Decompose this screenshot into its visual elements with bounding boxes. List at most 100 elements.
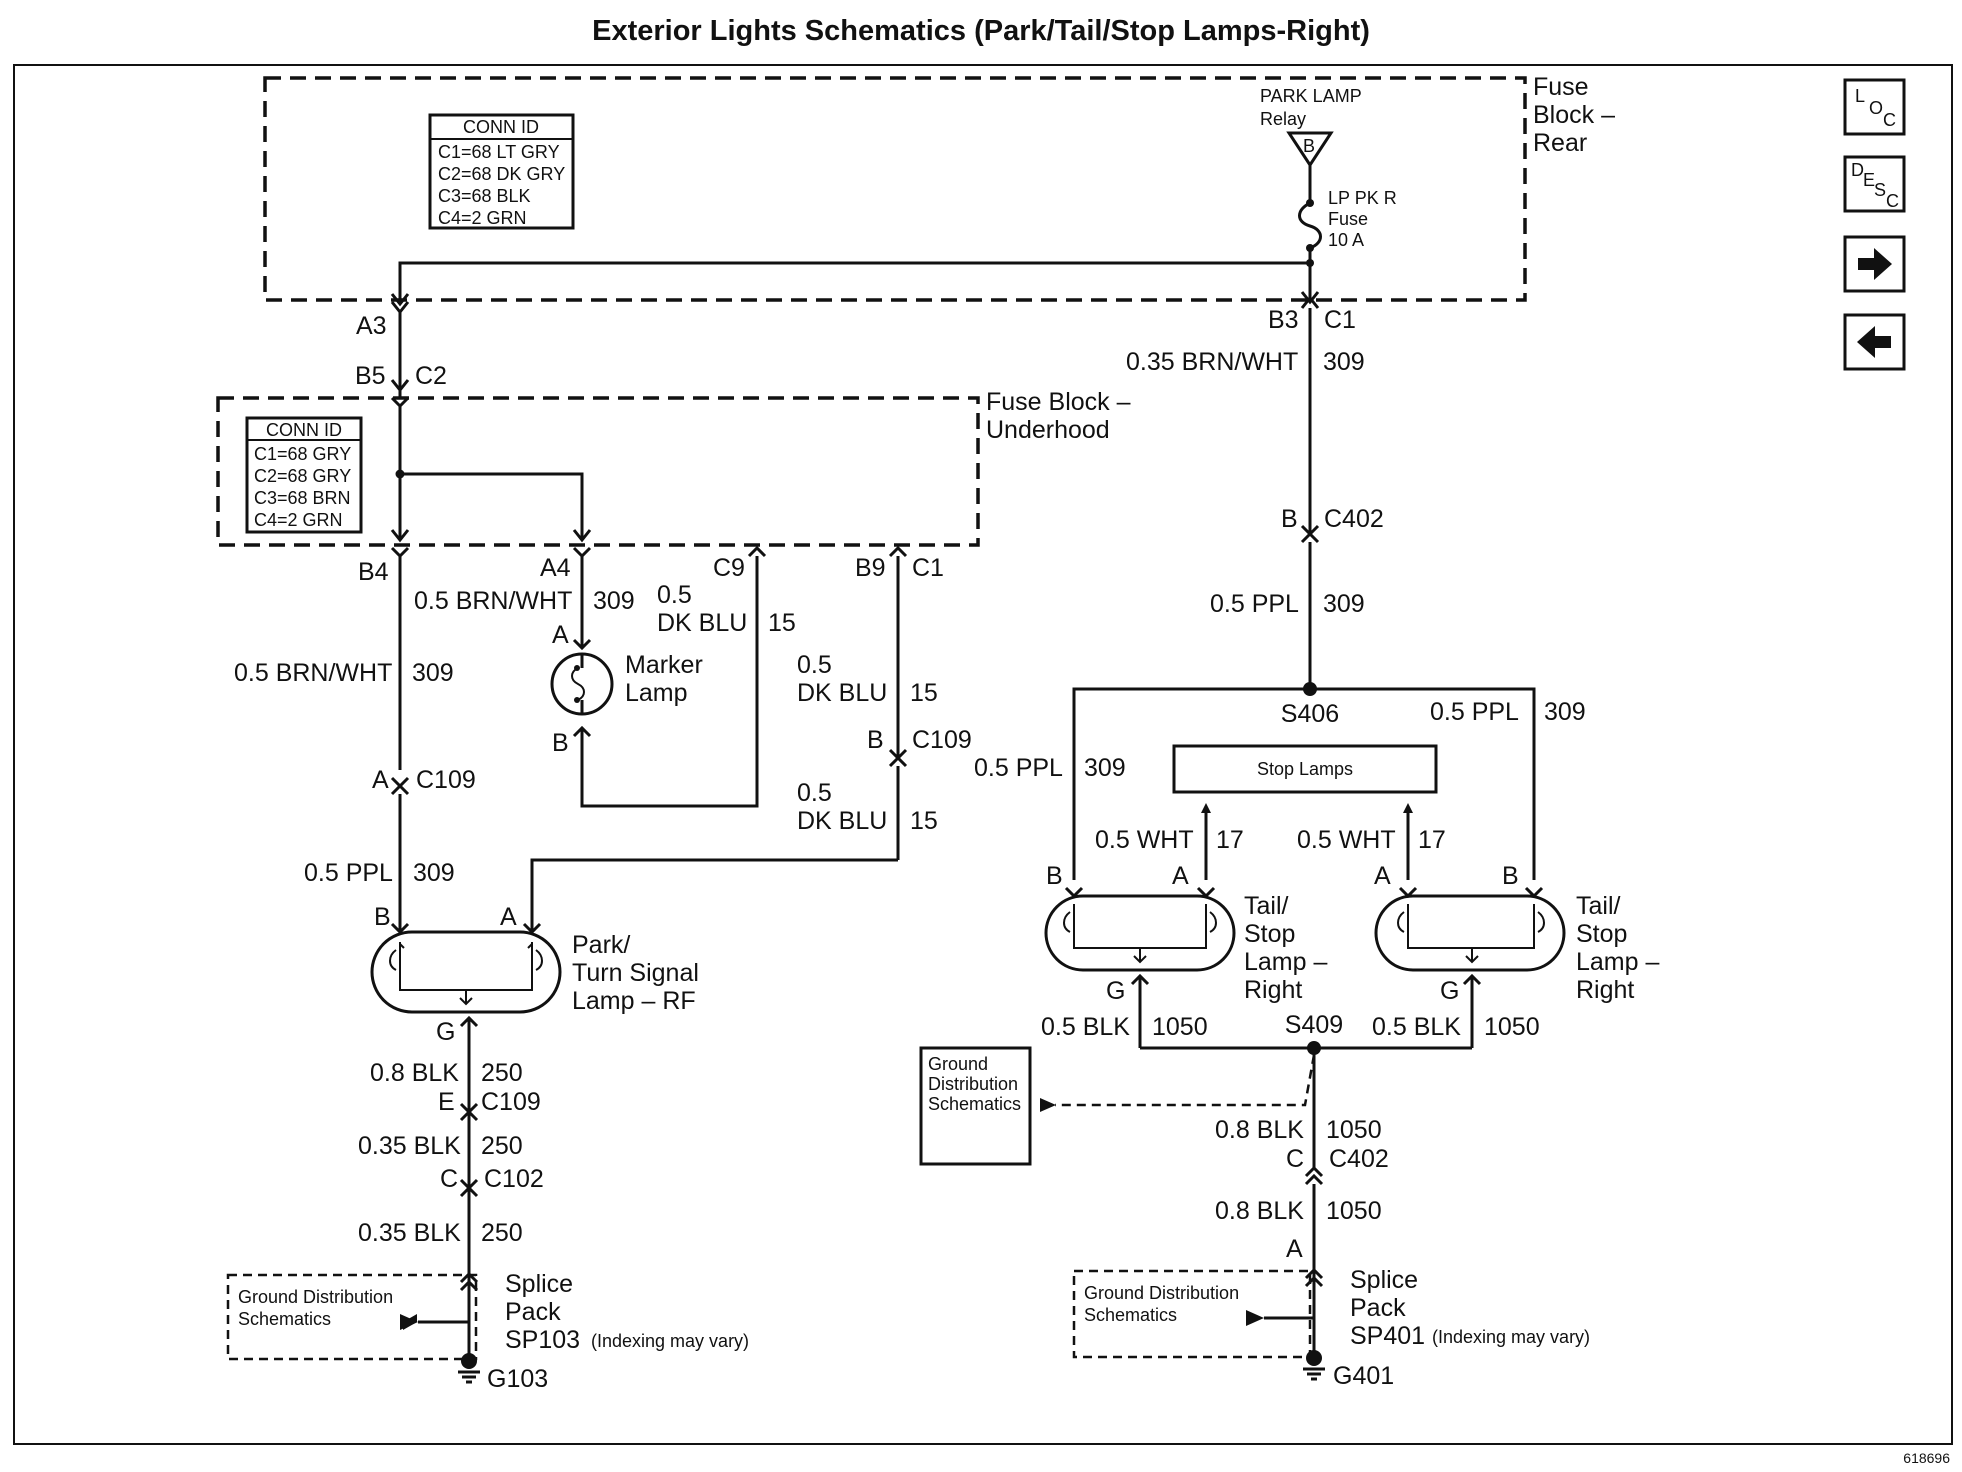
conn-c109-bottom: C109 [481, 1088, 541, 1116]
fuse-block-rear-label-3: Rear [1533, 129, 1587, 157]
svg-text:Fuse: Fuse [1328, 209, 1368, 229]
marker-pin-a: A [552, 621, 569, 649]
circuit-250-c: 250 [481, 1219, 523, 1247]
splice-pack-sp401-note: (Indexing may vary) [1432, 1327, 1590, 1347]
svg-text:L: L [1855, 86, 1865, 106]
lamp1-label-2: Stop [1244, 920, 1295, 948]
svg-text:B: B [1303, 136, 1315, 156]
ground-distribution-box-label-3[interactable]: Schematics [928, 1094, 1021, 1114]
ground-dist-sp103-label-2[interactable]: Schematics [238, 1309, 331, 1329]
circuit-15-low: 15 [910, 807, 938, 835]
page-title: Exterior Lights Schematics (Park/Tail/St… [592, 15, 1370, 47]
svg-text:C: C [1883, 110, 1896, 130]
splice-pack-sp401-label-3: SP401 [1350, 1322, 1425, 1350]
wire-blk-right: 0.5 BLK [1372, 1013, 1461, 1041]
lamp2-label-2: Stop [1576, 920, 1627, 948]
splice-pack-sp103-note: (Indexing may vary) [591, 1331, 749, 1351]
circuit-1050-right: 1050 [1484, 1013, 1540, 1041]
wire-brnwht-right: 0.35 BRN/WHT [1126, 348, 1298, 376]
splice-pack-sp401-label-2: Pack [1350, 1294, 1406, 1322]
wire-08blk-right-a: 0.8 BLK [1215, 1116, 1304, 1144]
pin-b-c109: B [867, 726, 884, 754]
wire-dkblu-low-05: 0.5 [797, 779, 832, 807]
ground-dist-sp401-label[interactable]: Ground Distribution [1084, 1283, 1239, 1303]
conn-id-table-rear: CONN ID C1=68 LT GRY C2=68 DK GRY C3=68 … [428, 113, 575, 230]
ground-distribution-box-label-2[interactable]: Distribution [928, 1074, 1018, 1094]
stop-lamps-box[interactable] [1172, 744, 1438, 794]
park-lamp-label-2: Turn Signal [572, 959, 699, 987]
circuit-1050-a: 1050 [1326, 1116, 1382, 1144]
svg-text:E: E [1863, 170, 1875, 190]
splice-pack-sp103-label: Splice [505, 1270, 573, 1298]
ground-distribution-box-label[interactable]: Ground [928, 1054, 988, 1074]
tail-stop-lamp-2 [1374, 894, 1566, 972]
svg-text:C3=68 BLK: C3=68 BLK [438, 186, 531, 206]
circuit-309-right-b: 309 [1323, 590, 1365, 618]
wire-dkblu-c9-05: 0.5 [657, 581, 692, 609]
svg-text:C: C [1886, 191, 1899, 211]
svg-text:O: O [1869, 98, 1883, 118]
figure-id: 618696 [1903, 1450, 1950, 1466]
splice-pack-sp103-label-3: SP103 [505, 1326, 580, 1354]
pin-a4: A4 [540, 554, 571, 582]
park-pin-b: B [374, 903, 391, 931]
wire-ppl-left: 0.5 PPL [304, 859, 393, 887]
pin-a-right: A [1286, 1235, 1303, 1263]
ground-dist-sp103-label[interactable]: Ground Distribution [238, 1287, 393, 1307]
lamp1-label-4: Right [1244, 976, 1302, 1004]
marker-label: Marker [625, 651, 703, 679]
svg-text:C4=2 GRN: C4=2 GRN [254, 510, 343, 530]
circuit-17-left: 17 [1216, 826, 1244, 854]
back-button[interactable] [1843, 313, 1906, 371]
pin-a-c109: A [372, 766, 389, 794]
svg-text:C1=68 LT GRY: C1=68 LT GRY [438, 142, 560, 162]
conn-c402-top: C402 [1324, 505, 1384, 533]
left-arrow-icon [1857, 326, 1891, 358]
wire-035blk-a: 0.35 BLK [358, 1132, 461, 1160]
ground-distribution-box[interactable] [919, 1046, 1032, 1166]
wire-brnwht-left: 0.5 BRN/WHT [234, 659, 392, 687]
stop-lamps-label[interactable]: Stop Lamps [1257, 759, 1353, 779]
marker-label-2: Lamp [625, 679, 688, 707]
next-button[interactable] [1843, 235, 1906, 293]
circuit-309-left: 309 [412, 659, 454, 687]
conn-c1-left: C1 [912, 554, 944, 582]
pin-e: E [438, 1088, 455, 1116]
park-pin-a: A [500, 903, 517, 931]
fuse-block-rear-boundary [263, 76, 1527, 302]
marker-lamp [550, 652, 614, 716]
wire-dkblu-low: DK BLU [797, 807, 887, 835]
conn-c109-left: C109 [416, 766, 476, 794]
conn-c9: C9 [713, 554, 745, 582]
svg-text:C2=68 GRY: C2=68 GRY [254, 466, 351, 486]
pin-a3: A3 [356, 312, 387, 340]
fuse-block-rear-label: Fuse [1533, 73, 1589, 101]
svg-text:S: S [1874, 180, 1886, 200]
loc-button[interactable]: L O C [1843, 78, 1906, 136]
pin-c-right: C [1286, 1145, 1304, 1173]
circuit-309-s406-left: 309 [1084, 754, 1126, 782]
wire-dkblu-c9: DK BLU [657, 609, 747, 637]
pin-c-left: C [440, 1165, 458, 1193]
svg-text:C3=68 BRN: C3=68 BRN [254, 488, 351, 508]
circuit-309-right-a: 309 [1323, 348, 1365, 376]
wire-08blk-right-b: 0.8 BLK [1215, 1197, 1304, 1225]
circuit-250-a: 250 [481, 1059, 523, 1087]
wire-brnwht-marker: 0.5 BRN/WHT [414, 587, 572, 615]
lamp1-pin-a: A [1172, 862, 1189, 890]
marker-pin-b: B [552, 729, 569, 757]
fuse-lp-pk-r: LP PK R Fuse 10 A [1298, 165, 1397, 252]
park-pin-g: G [436, 1018, 455, 1046]
conn-c2: C2 [415, 362, 447, 390]
svg-text:Relay: Relay [1260, 109, 1306, 129]
circuit-309-marker: 309 [593, 587, 635, 615]
diagram-border [13, 64, 1953, 1445]
wire-ppl-right: 0.5 PPL [1210, 590, 1299, 618]
desc-button[interactable]: D E S C [1843, 155, 1906, 213]
wire-08blk-left: 0.8 BLK [370, 1059, 459, 1087]
ground-dist-sp401-label-2[interactable]: Schematics [1084, 1305, 1177, 1325]
lamp2-label-3: Lamp – [1576, 948, 1659, 976]
fuse-block-underhood-boundary [216, 396, 980, 547]
wire-035blk-b: 0.35 BLK [358, 1219, 461, 1247]
